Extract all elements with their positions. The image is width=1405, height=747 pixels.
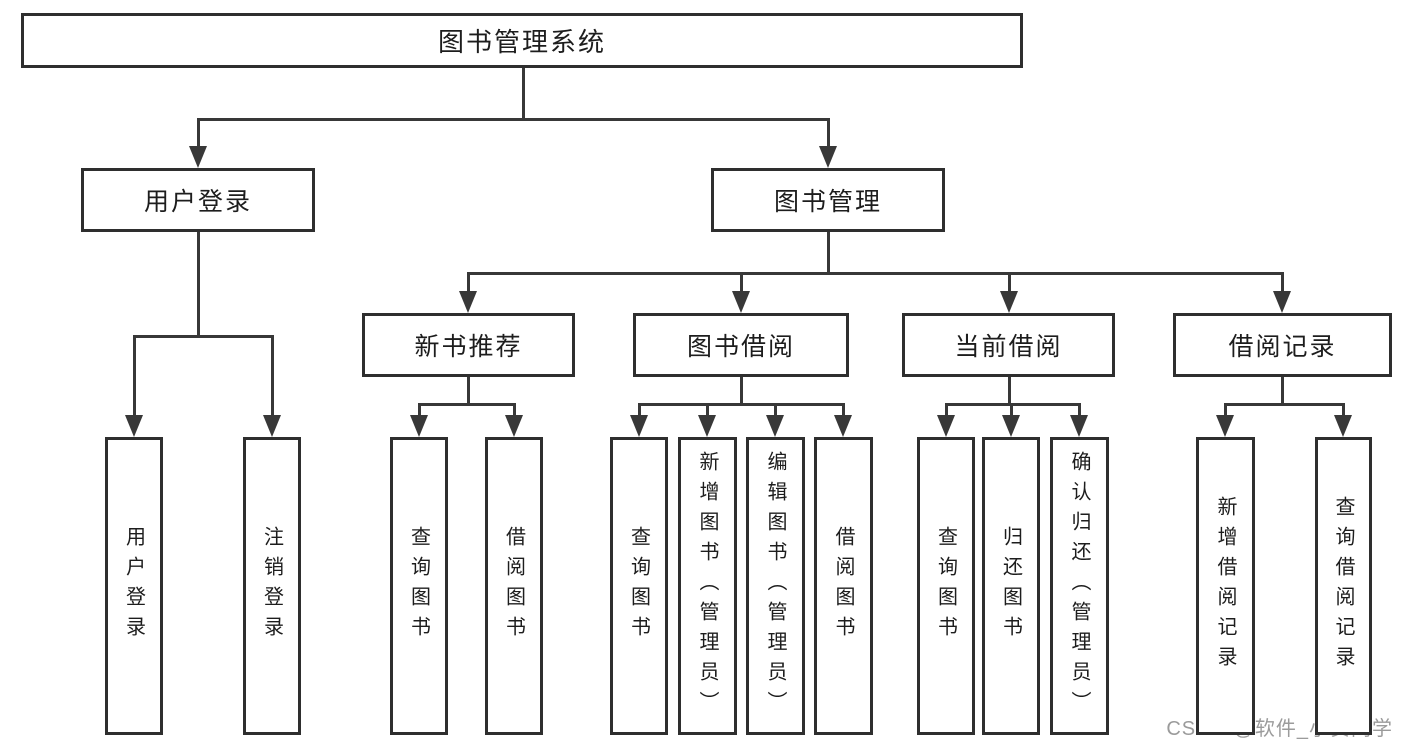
arrow-down-icon	[1002, 415, 1020, 437]
connector-line	[841, 404, 845, 425]
node-leaf-add-borrow-record: 新增借阅记录	[1196, 437, 1255, 735]
node-leaf-borrow-book-1: 借阅图书	[485, 437, 543, 735]
node-leaf-query-book-2: 查询图书	[610, 437, 668, 735]
connector-line	[1223, 404, 1227, 425]
connector-line	[196, 232, 200, 338]
connector-line	[466, 377, 470, 406]
node-leaf-edit-book-admin: 编辑图书（管理员）	[746, 437, 805, 735]
arrow-down-icon	[1000, 291, 1018, 313]
arrow-down-icon	[125, 415, 143, 437]
node-leaf-user-login: 用户登录	[105, 437, 163, 735]
arrow-down-icon	[410, 415, 428, 437]
node-leaf-query-book-1: 查询图书	[390, 437, 448, 735]
connector-line	[270, 336, 274, 425]
arrow-down-icon	[1334, 415, 1352, 437]
node-leaf-add-book-admin: 新增图书（管理员）	[678, 437, 737, 735]
connector-line	[826, 119, 830, 156]
arrow-down-icon	[189, 146, 207, 168]
connector-line	[1007, 273, 1011, 301]
arrow-down-icon	[1273, 291, 1291, 313]
connector-line	[1223, 402, 1345, 406]
connector-line	[132, 334, 274, 338]
arrow-down-icon	[732, 291, 750, 313]
node-book-borrow: 图书借阅	[633, 313, 849, 377]
node-new-book-recommend: 新书推荐	[362, 313, 575, 377]
arrow-down-icon	[937, 415, 955, 437]
connector-line	[773, 404, 777, 425]
node-leaf-query-book-3: 查询图书	[917, 437, 975, 735]
connector-line	[417, 402, 516, 406]
node-borrow-records: 借阅记录	[1173, 313, 1392, 377]
node-leaf-confirm-return-admin: 确认归还（管理员）	[1050, 437, 1109, 735]
connector-line	[739, 273, 743, 301]
arrow-down-icon	[1216, 415, 1234, 437]
connector-line	[705, 404, 709, 425]
connector-line	[826, 232, 830, 275]
connector-line	[944, 402, 1081, 406]
connector-line	[417, 404, 421, 425]
connector-line	[637, 402, 845, 406]
connector-line	[944, 404, 948, 425]
connector-line	[466, 271, 1284, 275]
arrow-down-icon	[505, 415, 523, 437]
arrow-down-icon	[766, 415, 784, 437]
arrow-down-icon	[263, 415, 281, 437]
node-leaf-query-borrow-record: 查询借阅记录	[1315, 437, 1372, 735]
connector-line	[512, 404, 516, 425]
arrow-down-icon	[459, 291, 477, 313]
arrow-down-icon	[1070, 415, 1088, 437]
connector-line	[1007, 377, 1011, 406]
connector-line	[1280, 273, 1284, 301]
connector-line	[739, 377, 743, 406]
connector-line	[1341, 404, 1345, 425]
connector-line	[196, 117, 830, 121]
node-book-management: 图书管理	[711, 168, 945, 232]
node-current-borrow: 当前借阅	[902, 313, 1115, 377]
arrow-down-icon	[819, 146, 837, 168]
connector-line	[637, 404, 641, 425]
node-user-login: 用户登录	[81, 168, 315, 232]
connector-line	[1280, 377, 1284, 406]
connector-line	[521, 68, 525, 121]
connector-line	[1009, 404, 1013, 425]
arrow-down-icon	[834, 415, 852, 437]
connector-line	[132, 336, 136, 425]
connector-line	[196, 119, 200, 156]
node-leaf-return-book: 归还图书	[982, 437, 1040, 735]
node-leaf-logout: 注销登录	[243, 437, 301, 735]
arrow-down-icon	[630, 415, 648, 437]
node-root: 图书管理系统	[21, 13, 1023, 68]
connector-line	[466, 273, 470, 301]
node-leaf-borrow-book-2: 借阅图书	[814, 437, 873, 735]
connector-line	[1077, 404, 1081, 425]
arrow-down-icon	[698, 415, 716, 437]
